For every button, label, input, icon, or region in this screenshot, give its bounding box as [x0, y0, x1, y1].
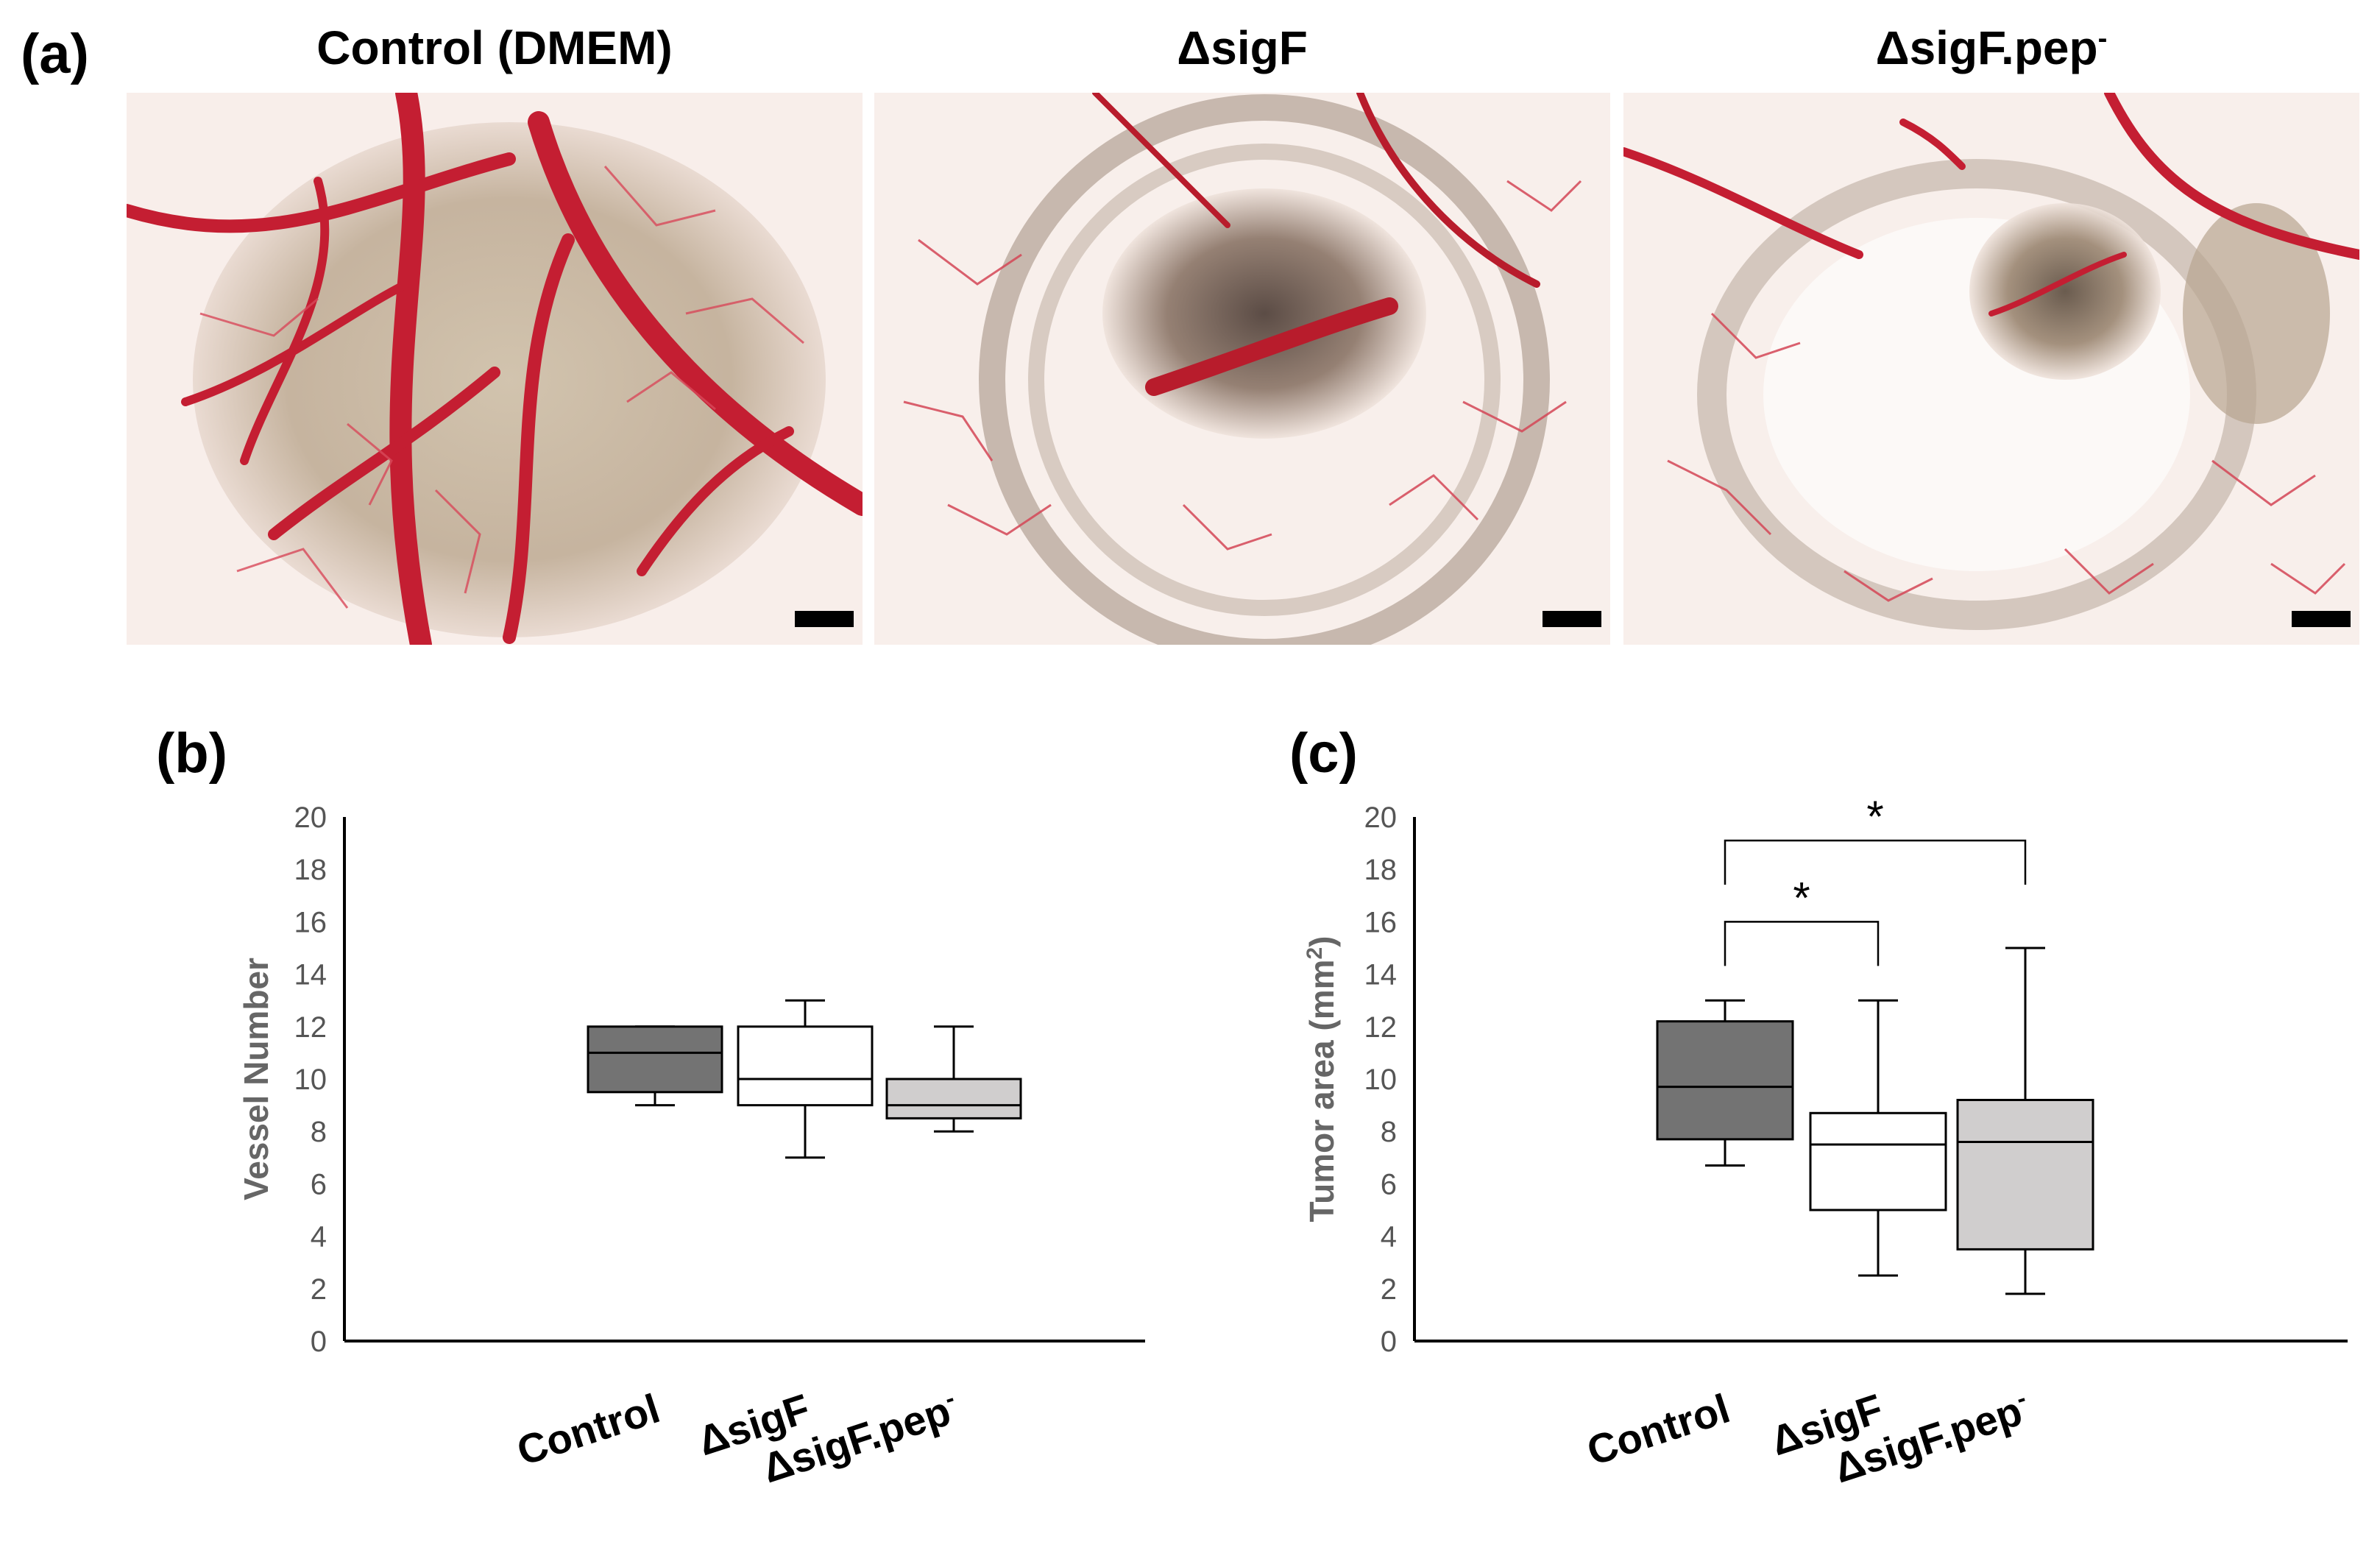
y-axis-title-sup: 2 — [1303, 947, 1327, 960]
y-tick-label: 4 — [311, 1221, 327, 1253]
box-iqr — [1956, 1098, 2094, 1250]
cam-photo-sigf — [874, 93, 1610, 645]
box-iqr — [737, 1025, 874, 1107]
box-3 — [1956, 947, 2094, 1295]
box-1 — [1656, 999, 1794, 1167]
box-2 — [737, 999, 874, 1159]
y-tick-label: 16 — [294, 906, 327, 938]
category-label: Control — [1582, 1384, 1735, 1474]
category-label-main: Control — [511, 1384, 665, 1474]
cam-vessel-illustration — [874, 93, 1610, 645]
y-tick-label: 18 — [1364, 854, 1398, 886]
panel-letter-a: (a) — [21, 23, 89, 85]
y-tick-label: 0 — [311, 1326, 327, 1358]
y-tick-label: 0 — [1381, 1326, 1397, 1358]
y-tick-label: 4 — [1381, 1221, 1397, 1253]
box-iqr — [1809, 1111, 1947, 1211]
y-axis-title-main: Tumor area (mm — [1303, 959, 1341, 1222]
y-tick-label: 6 — [311, 1168, 327, 1200]
box-2 — [1809, 999, 1947, 1277]
significance-star: * — [1793, 873, 1810, 922]
y-axis-title: Vessel Number — [237, 958, 275, 1200]
photo-title-sigf-pep: ΔsigF.pep- — [1875, 21, 2108, 74]
y-tick-label: 8 — [1381, 1116, 1397, 1148]
y-axis-title-end: ) — [1303, 935, 1341, 947]
category-label-main: Control — [1582, 1384, 1735, 1474]
y-tick-label: 18 — [294, 854, 327, 886]
y-tick-label: 20 — [1364, 802, 1398, 834]
y-tick-label: 14 — [294, 959, 327, 991]
cam-photo-control — [127, 93, 863, 645]
significance-star: * — [1866, 792, 1883, 841]
bracket-line — [1724, 839, 2027, 885]
y-tick-label: 14 — [1364, 959, 1398, 991]
y-tick-label: 16 — [1364, 906, 1398, 938]
panel-letter-c: (c) — [1289, 722, 1358, 785]
significance-bracket: * — [1724, 873, 1880, 966]
cam-vessel-illustration — [127, 93, 863, 645]
panel-letter-b: (b) — [156, 722, 228, 785]
y-tick-label: 12 — [294, 1011, 327, 1044]
box-iqr — [1656, 1020, 1794, 1141]
scale-bar — [2292, 611, 2351, 627]
photo-title-sigf: ΔsigF — [1177, 21, 1308, 74]
box-1 — [587, 1025, 723, 1107]
y-tick-label: 8 — [311, 1116, 327, 1148]
y-axis-title: Tumor area (mm2) — [1303, 935, 1341, 1222]
photo-title-control: Control (DMEM) — [316, 21, 673, 74]
box-3 — [885, 1025, 1022, 1133]
scale-bar — [795, 611, 854, 627]
y-tick-label: 2 — [311, 1273, 327, 1306]
cam-vessel-illustration — [1623, 93, 2359, 645]
y-tick-label: 6 — [1381, 1168, 1397, 1200]
scale-bar — [1543, 611, 1601, 627]
significance-bracket: * — [1724, 792, 2027, 885]
y-tick-label: 20 — [294, 802, 327, 834]
cam-photo-sigf-pep — [1623, 93, 2359, 645]
bracket-line — [1724, 921, 1880, 966]
box-iqr — [885, 1078, 1022, 1119]
y-tick-label: 12 — [1364, 1011, 1398, 1044]
y-tick-label: 10 — [294, 1064, 327, 1096]
category-label: Control — [511, 1384, 665, 1474]
y-tick-label: 2 — [1381, 1273, 1397, 1306]
y-tick-label: 10 — [1364, 1064, 1398, 1096]
box-iqr — [587, 1025, 723, 1094]
